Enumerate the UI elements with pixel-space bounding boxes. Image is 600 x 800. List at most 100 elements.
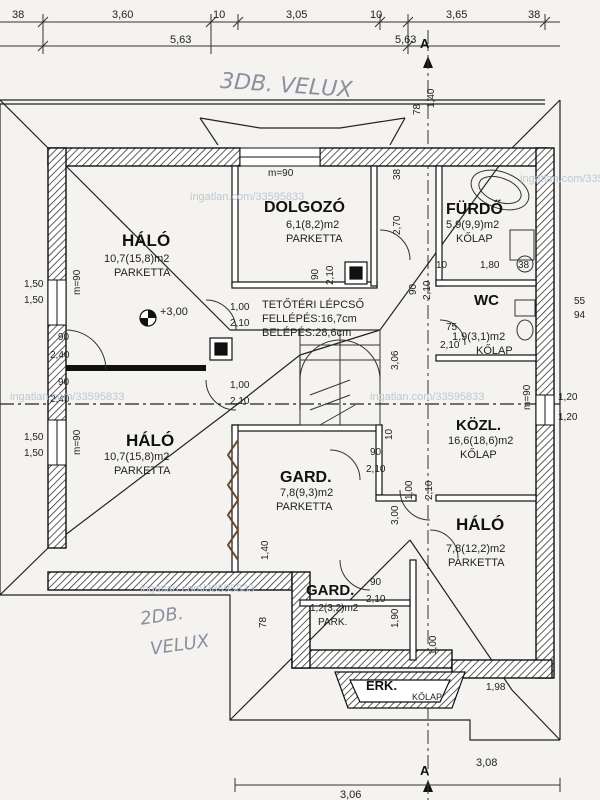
stair-title: TETŐTÉRI LÉPCSŐ (262, 297, 365, 311)
room-halo-3: HÁLÓ 7,8(12,2)m2 PARKETTA (446, 515, 505, 569)
room-furdo: FÜRDŐ 5,9(9,9)m2 KŐLAP (446, 199, 503, 245)
bathroom-fixtures (470, 169, 536, 341)
label-38-a: 38 (392, 168, 403, 180)
section-label-top: A (420, 36, 430, 51)
label-1-40-b: 1,40 (260, 540, 271, 560)
watermark-2: ingatlan.com/33595833 (520, 173, 600, 185)
label-1-50-c: 1,50 (24, 432, 44, 443)
level-mark-text: +3,00 (160, 306, 188, 318)
label-1-20-a: 1,20 (558, 392, 578, 403)
label-2-10-f: 2,10 (366, 464, 386, 475)
dim-top-3: 10 (213, 9, 225, 21)
watermark-5: ingatlan.com/33595833 (140, 583, 254, 595)
label-1-00-c: 1,00 (404, 480, 415, 500)
label-1-00-d: 1,00 (428, 635, 439, 655)
stair-step-depth: BELÉPÉS:28,6cm (262, 326, 351, 339)
room-erk-name: ERK. (366, 678, 397, 693)
room-halo-2-floor: PARKETTA (114, 465, 171, 477)
label-10-a: 10 (436, 260, 448, 271)
label-2-10-c: 2,10 (325, 265, 336, 285)
label-m90-d: m=90 (522, 384, 533, 410)
label-1-40: 1,40 (426, 88, 437, 108)
label-75: 75 (446, 322, 458, 333)
room-wc-name: WC (474, 292, 499, 309)
label-2-40-b: 2,40 (50, 394, 70, 405)
label-10-b: 10 (384, 428, 395, 440)
dim-top-5: 10 (370, 9, 382, 21)
label-55: 55 (574, 296, 586, 307)
watermark-3: ingatlan.com/33595833 (10, 391, 124, 403)
level-marker (139, 309, 157, 327)
label-90-c: 90 (310, 268, 321, 280)
room-gard-1-area: 7,8(9,3)m2 (280, 487, 333, 499)
label-78-a: 78 (412, 103, 423, 115)
room-gard-2-name: GARD. (306, 582, 354, 599)
room-halo-2-area: 10,7(15,8)m2 (104, 451, 169, 463)
room-halo-1: HÁLÓ 10,7(15,8)m2 PARKETTA (104, 231, 171, 279)
staircase (299, 329, 381, 426)
room-halo-3-floor: PARKETTA (448, 557, 505, 569)
dim-top-4: 3,05 (286, 9, 307, 21)
label-1-20-b: 1,20 (558, 412, 578, 423)
label-1-00-b: 1,00 (230, 380, 250, 391)
label-90-d: 90 (408, 283, 419, 295)
label-1-98: 1,98 (486, 682, 506, 693)
label-2-10-h: 2,10 (366, 594, 386, 605)
chimney-blocks (209, 261, 368, 361)
label-2-10-d: 2,10 (422, 280, 433, 300)
top-dimension-lines (0, 14, 560, 54)
top-dimension-texts: 38 3,60 10 3,05 10 3,65 38 5,63 5,63 (12, 9, 540, 46)
room-wc: WC 1,9(3,1)m2 KŐLAP (452, 292, 513, 357)
room-gard-2-area: 1,2(3,2)m2 (310, 603, 359, 614)
room-dolgozo-floor: PARKETTA (286, 233, 343, 245)
label-2-10-b: 2,10 (230, 396, 250, 407)
room-gard-1-name: GARD. (280, 469, 332, 486)
room-erk: ERK. KŐLAP (366, 678, 442, 702)
label-1-90: 1,90 (390, 608, 401, 628)
room-furdo-floor: KŐLAP (456, 231, 493, 245)
label-3-06: 3,06 (390, 350, 401, 370)
room-erk-floor: KŐLAP (412, 692, 442, 702)
label-90-f: 90 (370, 577, 382, 588)
room-gard-2-floor: PARK. (318, 617, 347, 628)
room-gard-1-floor: PARKETTA (276, 501, 333, 513)
dim-bottom-2: 3,08 (476, 757, 497, 769)
room-halo-1-name: HÁLÓ (122, 231, 170, 250)
dim-top-6: 3,65 (446, 9, 467, 21)
door-swings (65, 229, 466, 591)
room-halo-1-floor: PARKETTA (114, 267, 171, 279)
interior-walls (231, 165, 537, 661)
room-dolgozo: DOLGOZÓ 6,1(8,2)m2 PARKETTA (264, 197, 345, 245)
section-label-bottom: A (420, 763, 430, 778)
dim-top-1: 38 (12, 9, 24, 21)
stair-step-height: FELLÉPÉS:16,7cm (262, 312, 357, 325)
wardrobe-zigzag (226, 439, 240, 561)
label-1-00-a: 1,00 (230, 302, 250, 313)
label-94: 94 (574, 310, 586, 321)
dim-top-9: 5,63 (395, 34, 416, 46)
bottom-dimension-line (234, 778, 561, 792)
roof-outline (0, 99, 561, 741)
label-1-50-b: 1,50 (24, 295, 44, 306)
room-kozl-area: 16,6(18,6)m2 (448, 435, 513, 447)
label-2-10-a: 2,10 (230, 318, 250, 329)
label-1-50-a: 1,50 (24, 279, 44, 290)
room-kozl-floor: KŐLAP (460, 447, 497, 461)
watermarks: ingatlan.com/33595833 ingatlan.com/33595… (10, 173, 600, 595)
balcony (334, 671, 466, 709)
dim-top-8: 5,63 (170, 34, 191, 46)
label-m90-b: m=90 (72, 269, 83, 295)
stair-labels: TETŐTÉRI LÉPCSŐ FELLÉPÉS:16,7cm BELÉPÉS:… (262, 297, 365, 339)
label-90-a: 90 (58, 332, 70, 343)
room-gard-1: GARD. 7,8(9,3)m2 PARKETTA (276, 469, 333, 513)
room-dolgozo-name: DOLGOZÓ (264, 197, 345, 216)
room-halo-2: HÁLÓ 10,7(15,8)m2 PARKETTA (104, 431, 174, 477)
dim-bottom-1: 3,06 (340, 789, 361, 800)
label-1-50-d: 1,50 (24, 448, 44, 459)
label-2-40-a: 2,40 (50, 350, 70, 361)
label-3-00: 3,00 (390, 505, 401, 525)
room-halo-1-area: 10,7(15,8)m2 (104, 253, 169, 265)
label-78-b: 78 (258, 616, 269, 628)
room-dolgozo-area: 6,1(8,2)m2 (286, 219, 339, 231)
label-2-10-g: 2,10 (424, 480, 435, 500)
